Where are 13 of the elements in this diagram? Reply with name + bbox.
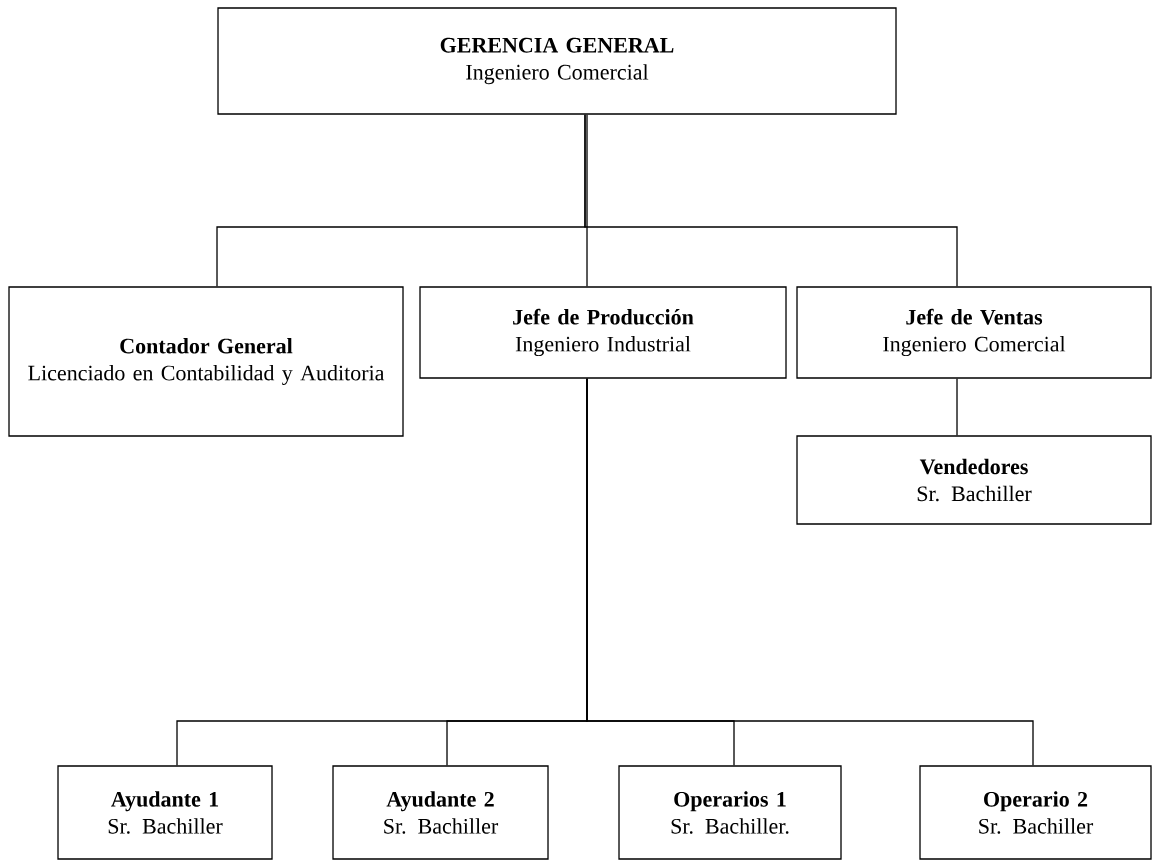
position-box: GERENCIA GENERAL Ingeniero Comercial xyxy=(217,7,897,115)
position-box: Jefe de Ventas Ingeniero Comercial xyxy=(796,286,1152,379)
position-box: Contador General Licenciado en Contabilidad y Auditoria xyxy=(8,286,404,437)
position-box: Operario 2 Sr. Bachiller xyxy=(919,765,1152,860)
position-box: Vendedores Sr. Bachiller xyxy=(796,435,1152,525)
position-box: Jefe de Producción Ingeniero Industrial xyxy=(419,286,787,379)
connector-line xyxy=(584,114,958,287)
position-box: Ayudante 1 Sr. Bachiller xyxy=(57,765,273,860)
position-box: Operarios 1 Sr. Bachiller. xyxy=(618,765,842,860)
connector-line xyxy=(956,378,958,436)
position-box: Ayudante 2 Sr. Bachiller xyxy=(332,765,549,860)
connector-line xyxy=(586,114,588,287)
connector-line xyxy=(586,378,1034,766)
